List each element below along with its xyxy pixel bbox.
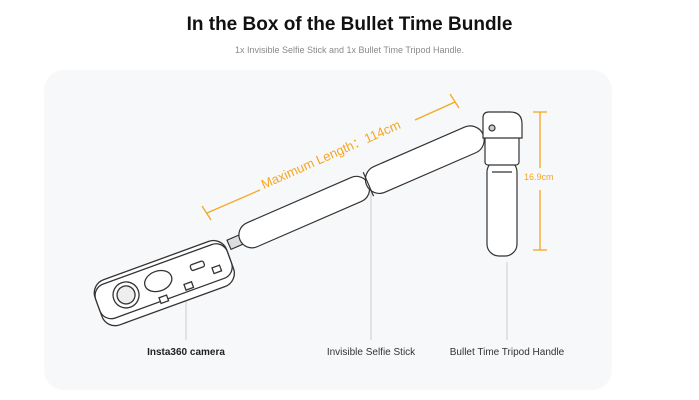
camera-label: Insta360 camera: [147, 347, 225, 358]
handle-dimension-line: [533, 111, 547, 251]
handle-height-label: 16.9cm: [524, 172, 554, 182]
tripod-handle-label: Bullet Time Tripod Handle: [449, 347, 565, 358]
selfie-stick-drawing: [226, 125, 485, 251]
camera-drawing: [93, 239, 236, 327]
tripod-handle-drawing: [482, 111, 523, 257]
selfie-stick-label: Invisible Selfie Stick: [326, 347, 416, 358]
page-title: In the Box of the Bullet Time Bundle: [186, 14, 513, 35]
page-subtitle: 1x Invisible Selfie Stick and 1x Bullet …: [234, 45, 465, 55]
stick-dimension-line: [201, 93, 460, 221]
